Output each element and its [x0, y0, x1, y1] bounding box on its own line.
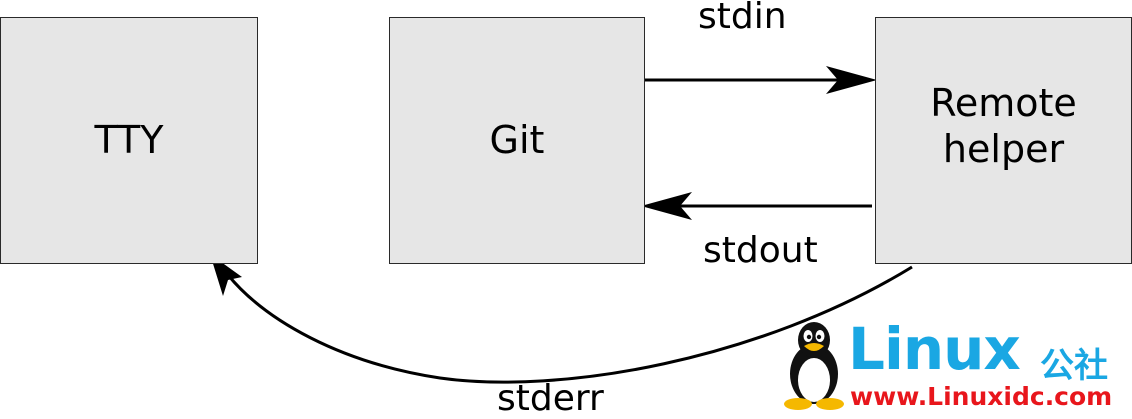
stdout-label: stdout [703, 230, 818, 271]
penguin-logo-icon [784, 322, 844, 410]
stdout-arrowhead [641, 192, 692, 220]
stdin-label: stdin [698, 0, 787, 37]
tty-node: TTY [0, 17, 258, 264]
remote-helper-node: Remote helper [875, 17, 1132, 264]
watermark-url: www.Linuxidc.com [850, 382, 1113, 411]
stdin-arrowhead [826, 66, 877, 94]
stderr-label: stderr [497, 378, 604, 419]
stderr-arrowhead [210, 254, 242, 296]
git-node: Git [389, 17, 645, 264]
watermark: Linux 公社 www.Linuxidc.com [778, 318, 1132, 415]
watermark-brand-cn: 公社 [1040, 346, 1108, 386]
stderr-arrow-curve [226, 265, 913, 384]
watermark-brand: Linux [848, 315, 1021, 383]
